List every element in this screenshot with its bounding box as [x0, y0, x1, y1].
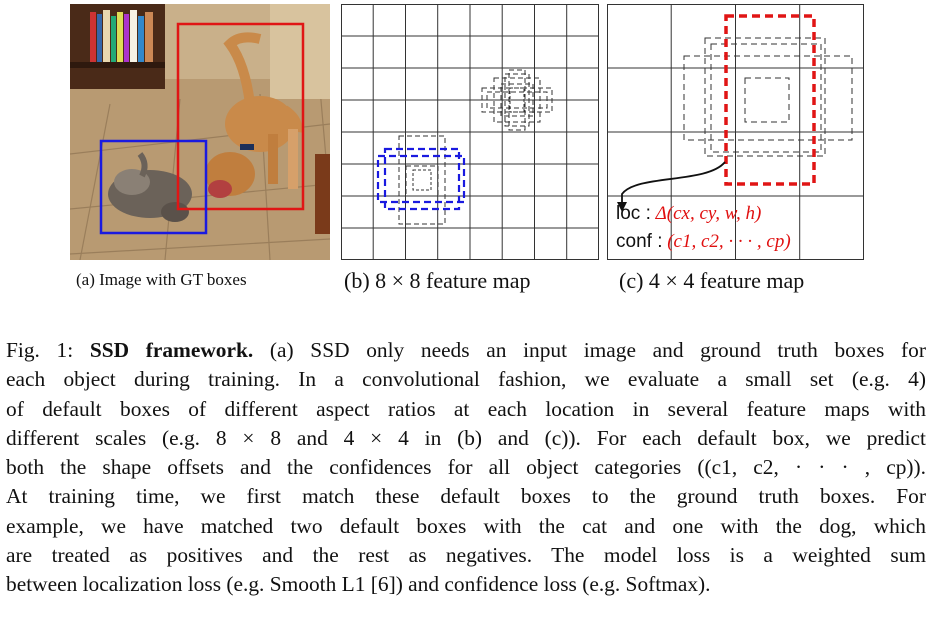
default-boxes-cat-8x8 — [398, 135, 446, 225]
cat-gt-box — [99, 139, 208, 235]
caption-line: of default boxes of different aspect rat… — [6, 396, 926, 421]
matched-boxes-cat-8x8 — [376, 147, 466, 211]
conf-formula: (c1, c2, · · · , cp) — [667, 231, 791, 252]
caption-line: At training time, we first match these d… — [6, 484, 926, 509]
caption-label: Fig. 1: — [6, 338, 74, 362]
caption-line: each object during training. In a convol… — [6, 367, 926, 392]
conf-label: conf : — [616, 231, 663, 252]
caption-line: both the shape offsets and the confidenc… — [6, 455, 926, 480]
caption-text: (a) SSD only needs an input image and gr… — [269, 338, 926, 362]
figure-caption: Fig. 1: SSD framework. (a) SSD only need… — [6, 336, 926, 600]
input-image-panel — [70, 4, 330, 260]
conf-output: conf : (c1, c2, · · · , cp) — [616, 231, 791, 253]
feature-map-4x4 — [607, 4, 864, 260]
caption-line: Fig. 1: SSD framework. (a) SSD only need… — [6, 336, 926, 365]
matched-box-dog-4x4 — [724, 14, 816, 186]
caption-line: are treated as positives and the rest as… — [6, 543, 926, 568]
loc-formula: Δ(cx, cy, w, h) — [655, 203, 762, 224]
caption-line: example, we have matched two default box… — [6, 513, 926, 538]
grid-lines-4x4 — [607, 4, 864, 260]
caption-line: different scales (e.g. 8 × 8 and 4 × 4 i… — [6, 425, 926, 450]
dog-gt-box — [176, 22, 305, 211]
prediction-arrow — [621, 161, 726, 204]
loc-label: loc : — [616, 203, 651, 224]
subcaption-b: (b) 8 × 8 feature map — [344, 268, 531, 293]
loc-output: loc : Δ(cx, cy, w, h) — [616, 203, 761, 225]
photo-illustration — [70, 4, 330, 260]
subcaption-c: (c) 4 × 4 feature map — [619, 268, 805, 293]
subcaption-a: (a) Image with GT boxes — [76, 270, 247, 289]
feature-map-8x8 — [341, 4, 599, 260]
default-boxes-4x4 — [683, 37, 853, 157]
grid-lines-8x8 — [341, 4, 599, 260]
caption-line: between localization loss (e.g. Smooth L… — [6, 572, 711, 597]
caption-title: SSD framework. — [89, 338, 254, 362]
